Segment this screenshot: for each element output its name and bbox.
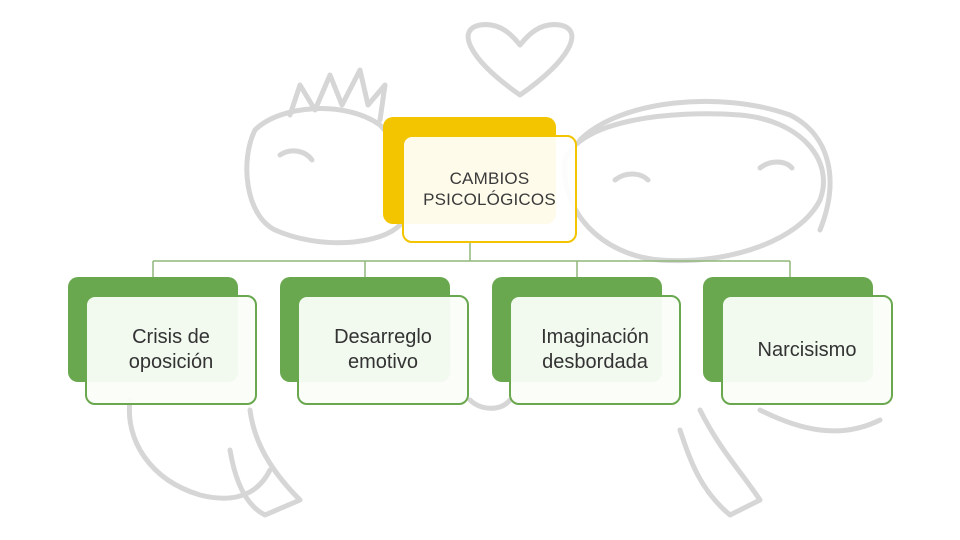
child-node-label-line-1: Narcisismo bbox=[757, 338, 857, 361]
boy-body-outline bbox=[126, 397, 273, 501]
girl-body-outline bbox=[677, 407, 763, 518]
girl-eye-outline bbox=[612, 171, 651, 183]
child-node-label-line-1: Imaginación bbox=[541, 326, 649, 348]
child-node-narcisismo: Narcisismo bbox=[721, 295, 893, 405]
boy-leg-outline bbox=[227, 407, 303, 518]
child-node-desarreglo-emotivo: Desarreglo emotivo bbox=[297, 295, 469, 405]
child-node-label-line-2: emotivo bbox=[347, 351, 418, 373]
child-node-label-line-1: Crisis de bbox=[132, 326, 210, 348]
root-node-label-line-1: CAMBIOS bbox=[449, 168, 530, 188]
boy-head-outline bbox=[244, 106, 410, 246]
hands-outline bbox=[467, 397, 513, 411]
child-node-imaginacion-desbordada: Imaginación desbordada bbox=[509, 295, 681, 405]
girl-hair-outline bbox=[577, 98, 833, 233]
boy-eye-outline bbox=[277, 148, 315, 163]
child-node-label-line-2: oposición bbox=[128, 351, 214, 373]
child-node-crisis-de-oposicion: Crisis de oposición bbox=[85, 295, 257, 405]
boy-hair-outline bbox=[287, 67, 388, 123]
root-node-label-line-2: PSICOLÓGICOS bbox=[423, 190, 556, 209]
child-node-label-line-1: Desarreglo bbox=[334, 326, 432, 348]
root-node: CAMBIOS PSICOLÓGICOS bbox=[402, 135, 577, 243]
girl-skirt-outline bbox=[757, 407, 883, 434]
girl-eye-outline-2 bbox=[757, 159, 795, 171]
girl-head-outline bbox=[562, 111, 826, 264]
child-node-label-line-2: desbordada bbox=[542, 351, 648, 373]
heart-icon bbox=[465, 22, 575, 98]
